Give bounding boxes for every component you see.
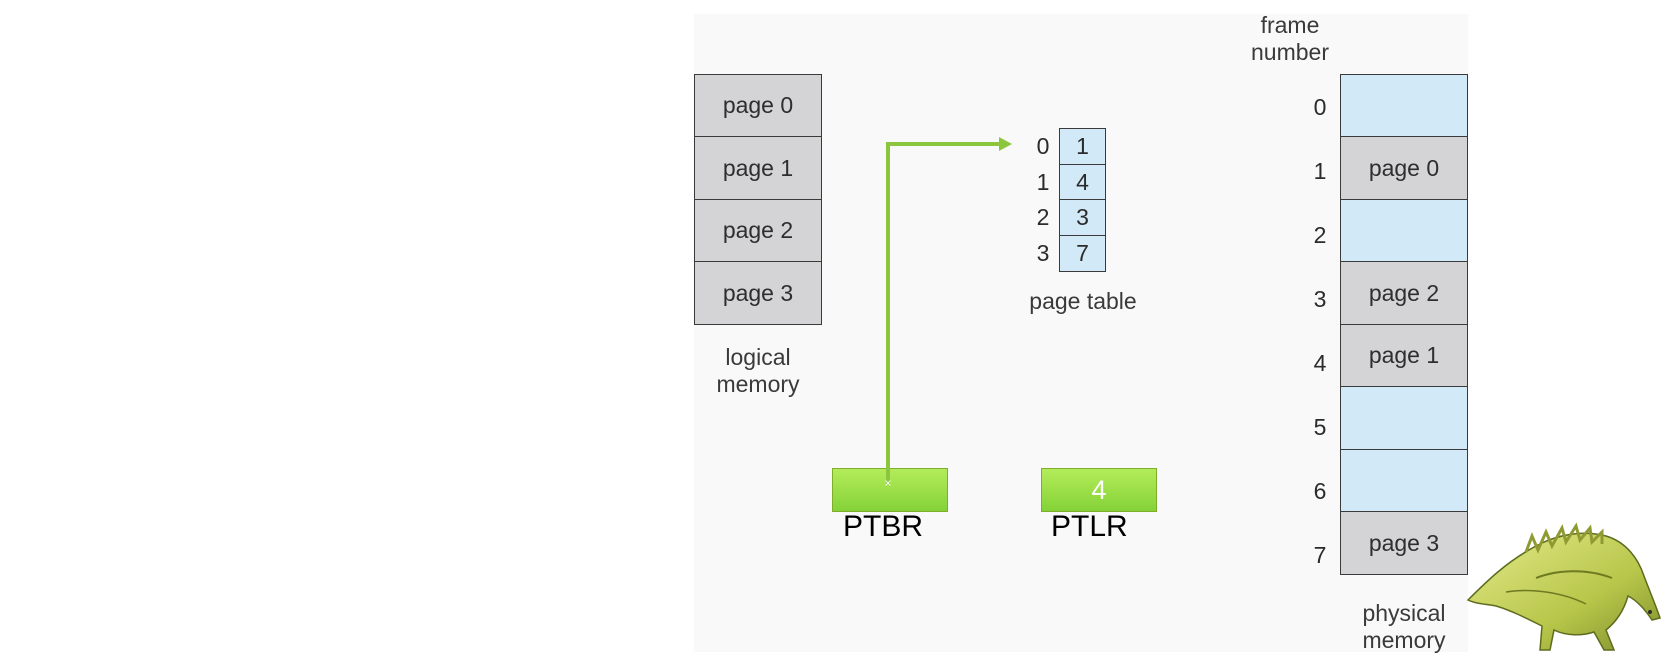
- header-line: number: [1251, 39, 1329, 65]
- frame-number-header: frame number: [1232, 12, 1348, 66]
- header-line: frame: [1260, 12, 1320, 38]
- page-table-row: 2 3: [1028, 199, 1106, 236]
- ptlr-register: 4: [1041, 468, 1157, 512]
- page-table-entry: 4: [1059, 163, 1106, 201]
- arrow-line: [886, 142, 1008, 484]
- frame-number: 0: [1313, 94, 1327, 120]
- logical-memory: page 0 page 1 page 2 page 3: [694, 73, 822, 325]
- page-table-index: 0: [1036, 133, 1050, 159]
- page-table-row: 3 7: [1028, 234, 1106, 272]
- frame-number: 7: [1313, 542, 1327, 568]
- caption-line: logical: [725, 344, 791, 370]
- arrow-origin-mark: ×: [884, 476, 891, 490]
- frame-cell: page 3: [1340, 511, 1468, 575]
- arrow-head: [999, 137, 1012, 151]
- frame-number: 5: [1313, 414, 1327, 440]
- logical-page: page 1: [694, 136, 822, 200]
- ptbr-label: PTBR: [843, 510, 924, 543]
- frame-number: 2: [1313, 222, 1327, 248]
- page-table-entry: 7: [1059, 234, 1106, 272]
- frame-cell: page 0: [1340, 136, 1468, 200]
- ptlr-label: PTLR: [1051, 510, 1128, 543]
- page-table-index: 3: [1036, 239, 1050, 266]
- frame-cell: [1340, 448, 1468, 513]
- frame-number: 6: [1313, 478, 1327, 504]
- page-table-index: 2: [1036, 204, 1050, 230]
- page-table-caption: page table: [1029, 288, 1137, 314]
- frame-cell: [1340, 73, 1468, 138]
- logical-page: page 3: [694, 261, 822, 325]
- logical-page: page 0: [694, 73, 822, 138]
- page-table-entry: 3: [1059, 199, 1106, 236]
- page-table-row: 1 4: [1028, 163, 1106, 201]
- dinosaur-illustration: [1466, 522, 1661, 651]
- physical-memory: page 0 page 2 page 1 page 3: [1340, 73, 1468, 575]
- page-table-row: 0 1: [1028, 128, 1106, 165]
- caption-line: memory: [716, 371, 800, 397]
- page-table-index: 1: [1036, 168, 1050, 195]
- frame-cell: page 2: [1340, 261, 1468, 325]
- frame-cell: page 1: [1340, 323, 1468, 388]
- logical-memory-caption: logical memory: [694, 344, 822, 398]
- frame-number: 3: [1313, 286, 1327, 312]
- page-table-entry: 1: [1059, 128, 1106, 165]
- frame-cell: [1340, 386, 1468, 450]
- caption-line: physical: [1362, 600, 1446, 626]
- frame-number: 1: [1313, 158, 1327, 184]
- caption-line: memory: [1362, 627, 1446, 653]
- logical-page: page 2: [694, 198, 822, 263]
- physical-memory-caption: physical memory: [1340, 600, 1468, 654]
- frame-number: 4: [1313, 350, 1327, 376]
- diagram-panel: [694, 14, 1468, 652]
